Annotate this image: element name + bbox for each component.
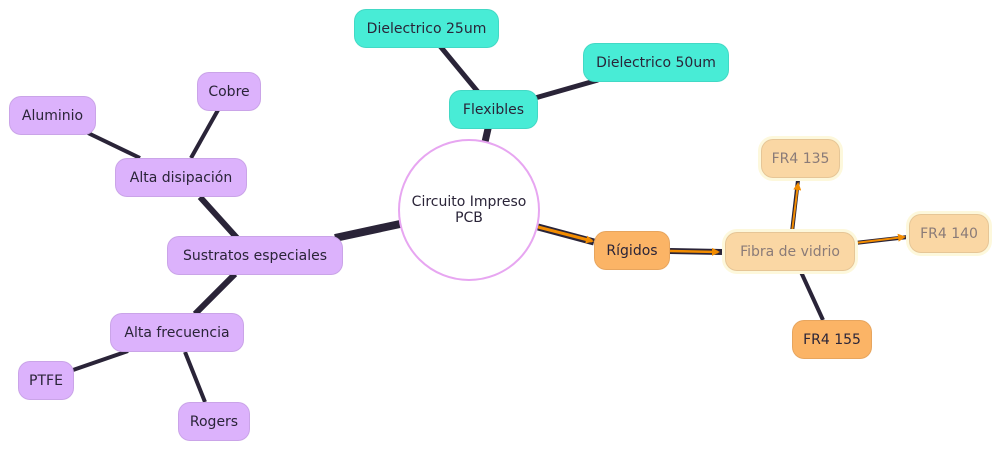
- edge-root-rigidos: [537, 225, 594, 244]
- edge-sustratos-disipacion: [197, 194, 240, 241]
- node-aluminio[interactable]: Aluminio: [9, 96, 96, 135]
- edge-sustratos-frecuencia: [192, 271, 238, 317]
- node-cobre[interactable]: Cobre: [197, 72, 261, 111]
- node-ptfe[interactable]: PTFE: [18, 361, 74, 400]
- edge-flexibles-d25: [438, 44, 480, 94]
- edge-rigidos-fibra: [669, 247, 720, 256]
- edge-fibra-fr4-140: [854, 233, 906, 244]
- edge-fibra-fr4-155: [799, 271, 825, 321]
- node-alta-frecuencia[interactable]: Alta frecuencia: [110, 313, 244, 352]
- node-sustratos-especiales[interactable]: Sustratos especiales: [167, 236, 343, 275]
- node-dielectrico-25um[interactable]: Dielectrico 25um: [354, 9, 499, 48]
- edge-frecuencia-ptfe: [72, 349, 129, 372]
- node-dielectrico-50um[interactable]: Dielectrico 50um: [583, 43, 729, 82]
- root-label-line1: Circuito Impreso: [411, 194, 527, 210]
- node-fr4-155[interactable]: FR4 155: [792, 320, 872, 359]
- root-label-line2: PCB: [455, 210, 483, 226]
- edge-root-sustratos: [334, 220, 401, 242]
- node-fr4-140[interactable]: FR4 140: [909, 214, 989, 253]
- edge-flexibles-d50: [534, 77, 599, 101]
- node-alta-disipacion[interactable]: Alta disipación: [115, 158, 247, 197]
- edge-frecuencia-rogers: [183, 351, 207, 403]
- edge-disipacion-cobre: [189, 109, 220, 159]
- node-rogers[interactable]: Rogers: [178, 402, 250, 441]
- node-fibra-de-vidrio[interactable]: Fibra de vidrio: [725, 232, 855, 271]
- node-fr4-135[interactable]: FR4 135: [761, 139, 840, 178]
- node-rigidos[interactable]: Rígidos: [594, 231, 670, 270]
- edge-fibra-fr4-135: [791, 182, 802, 233]
- root-node[interactable]: Circuito Impreso PCB: [398, 139, 540, 281]
- edge-disipacion-aluminio: [87, 131, 141, 160]
- node-flexibles[interactable]: Flexibles: [449, 90, 538, 129]
